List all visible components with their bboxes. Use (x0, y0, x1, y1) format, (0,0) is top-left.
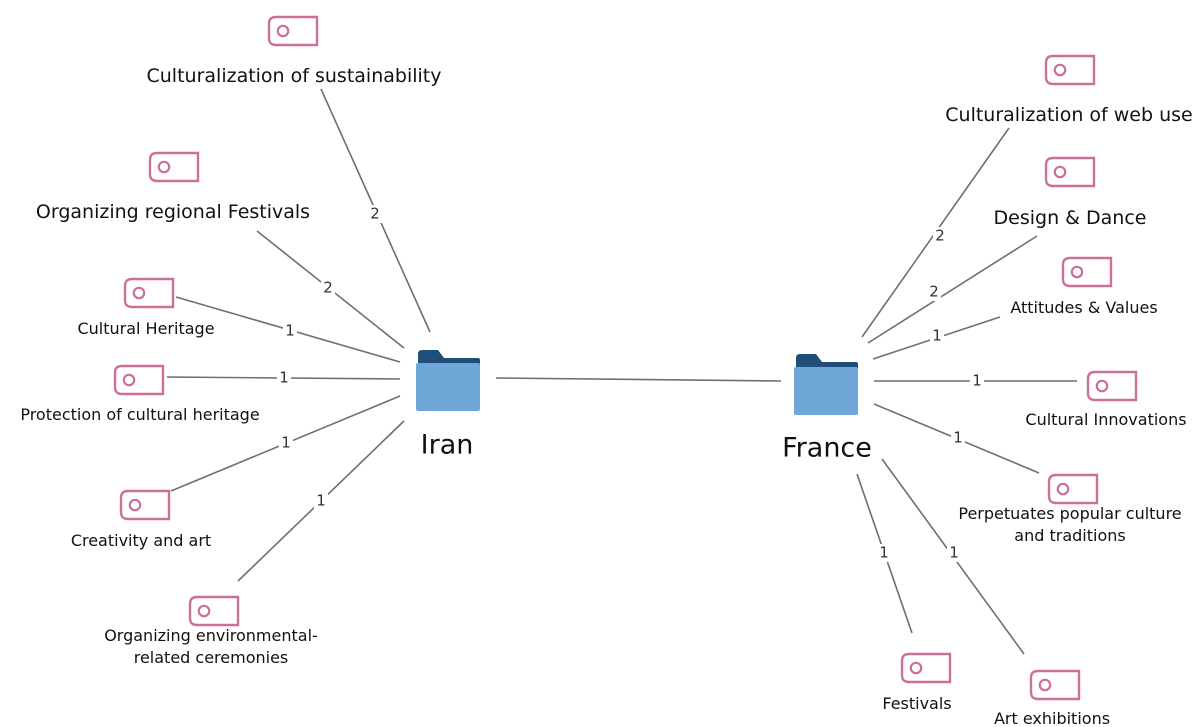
edge-iran-france (495, 377, 782, 382)
edge-weight-c11: 1 (951, 429, 965, 447)
code-label-line: Protection of cultural heritage (20, 405, 259, 424)
edge-weight-label: 1 (949, 544, 959, 562)
edge-weight-label: 1 (972, 372, 982, 390)
code-tag-icon (1047, 473, 1099, 505)
code-label-line: and traditions (1014, 525, 1125, 544)
code-tag-icon (148, 151, 200, 183)
nodes-layer: Iran France Culturalization of sustainabil… (20, 15, 1193, 727)
code-node-c4[interactable]: Protection of cultural heritage (20, 364, 260, 424)
code-label-line: Cultural Innovations (1025, 410, 1186, 429)
code-node-c11[interactable]: Perpetuates popular culture and tradition… (958, 473, 1182, 545)
code-label-c7: Culturalization of web use (945, 104, 1192, 126)
edge-weight-c13: 1 (947, 544, 961, 562)
code-node-c5[interactable]: Creativity and art (71, 489, 211, 550)
code-label-c4: Protection of cultural heritage (20, 405, 259, 424)
code-label-c9: Attitudes & Values (1010, 298, 1157, 317)
edge-weight-c4: 1 (277, 369, 291, 387)
edge-weight-c10: 1 (970, 372, 984, 390)
code-tag-icon (123, 277, 175, 309)
case-label-france: France (782, 433, 872, 464)
code-label-line: Attitudes & Values (1010, 298, 1157, 317)
code-label-c1: Culturalization of sustainability (147, 65, 442, 87)
edge-weight-c9: 1 (930, 327, 944, 345)
code-label-line: Art exhibitions (994, 709, 1110, 727)
edge-weights-layer: 2 2 1 1 1 1 2 2 1 1 1 1 1 (277, 205, 984, 562)
code-label-line: Culturalization of sustainability (147, 65, 442, 87)
code-label-line: Perpetuates popular culture (958, 504, 1181, 523)
code-tag-icon (1044, 156, 1096, 188)
case-node-iran[interactable]: Iran (416, 350, 480, 461)
code-node-c7[interactable]: Culturalization of web use (945, 54, 1193, 126)
folder-icon (794, 354, 858, 415)
case-node-france[interactable]: France (782, 354, 872, 464)
code-label-line: Festivals (882, 694, 951, 713)
code-tag-icon (1029, 669, 1081, 701)
edge-weight-c7: 2 (933, 227, 947, 245)
edge-weight-label: 1 (281, 434, 291, 452)
code-tag-icon (119, 489, 171, 521)
edge-weight-label: 2 (323, 279, 333, 297)
code-label-c5: Creativity and art (71, 531, 211, 550)
code-label-line: related ceremonies (134, 647, 289, 666)
code-label-c3: Cultural Heritage (77, 319, 214, 338)
code-label-line: Organizing regional Festivals (36, 201, 310, 223)
code-tag-icon (188, 595, 240, 627)
code-tag-icon (267, 15, 319, 47)
edges-layer (166, 88, 1077, 655)
edge-weight-label: 1 (932, 327, 942, 345)
edge-weight-label: 1 (879, 544, 889, 562)
edge-weight-c3: 1 (283, 322, 297, 340)
edge-weight-c12: 1 (877, 544, 891, 562)
edge-weight-label: 1 (279, 369, 289, 387)
code-tag-icon (1061, 256, 1113, 288)
code-label-c6: Organizing environmental-related ceremon… (104, 626, 318, 667)
code-label-c13: Art exhibitions (994, 709, 1110, 727)
code-label-line: Cultural Heritage (77, 319, 214, 338)
edge-weight-label: 2 (929, 283, 939, 301)
code-node-c2[interactable]: Organizing regional Festivals (36, 151, 310, 223)
edge-weight-label: 1 (953, 429, 963, 447)
code-label-line: Design & Dance (994, 207, 1147, 229)
edge-weight-c1: 2 (368, 205, 382, 223)
edge-weight-c5: 1 (279, 434, 293, 452)
code-node-c3[interactable]: Cultural Heritage (77, 277, 215, 338)
code-node-c13[interactable]: Art exhibitions (994, 669, 1110, 727)
code-node-c9[interactable]: Attitudes & Values (1010, 256, 1158, 317)
code-node-c10[interactable]: Cultural Innovations (1025, 370, 1187, 429)
code-label-c10: Cultural Innovations (1025, 410, 1186, 429)
edge-weight-label: 1 (285, 322, 295, 340)
code-node-c1[interactable]: Culturalization of sustainability (147, 15, 442, 87)
code-node-c12[interactable]: Festivals (882, 652, 952, 713)
code-tag-icon (1044, 54, 1096, 86)
code-label-line: Creativity and art (71, 531, 211, 550)
code-label-c12: Festivals (882, 694, 951, 713)
code-tag-icon (1086, 370, 1138, 402)
code-node-c6[interactable]: Organizing environmental-related ceremon… (104, 595, 318, 667)
code-tag-icon (113, 364, 165, 396)
code-label-line: Culturalization of web use (945, 104, 1192, 126)
code-label-c11: Perpetuates popular culture and tradition… (958, 504, 1181, 545)
code-label-c2: Organizing regional Festivals (36, 201, 310, 223)
edge-weight-label: 1 (316, 492, 326, 510)
edge-weight-c6: 1 (314, 492, 328, 510)
edge-weight-label: 2 (370, 205, 380, 223)
edge-weight-label: 2 (935, 227, 945, 245)
folder-icon (416, 350, 480, 411)
edge-weight-c8: 2 (927, 283, 941, 301)
edge-weight-c2: 2 (321, 279, 335, 297)
code-tag-icon (900, 652, 952, 684)
code-label-c8: Design & Dance (994, 207, 1147, 229)
case-label-iran: Iran (421, 430, 474, 461)
code-label-line: Organizing environmental- (104, 626, 318, 645)
code-node-c8[interactable]: Design & Dance (994, 156, 1147, 229)
edge-c8-france (867, 235, 1038, 344)
